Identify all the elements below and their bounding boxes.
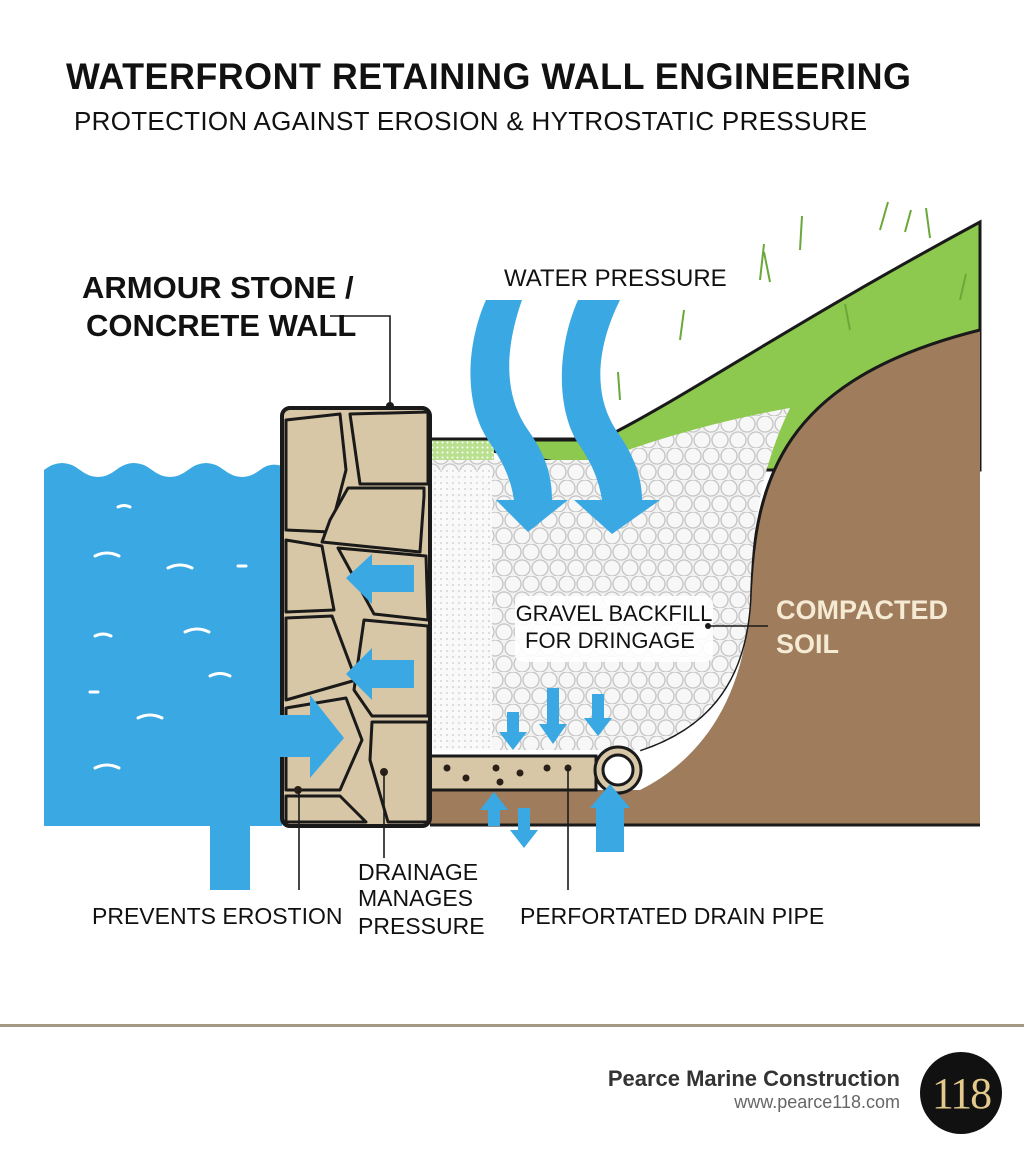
company-logo: 118 bbox=[920, 1052, 1002, 1134]
water-ripples bbox=[88, 504, 248, 770]
erosion-arrow bbox=[210, 695, 344, 890]
compacted-soil bbox=[430, 330, 980, 825]
label-drainage-line1: DRAINAGE bbox=[358, 859, 478, 885]
label-drainage-line2: MANAGES bbox=[358, 885, 473, 911]
company-name: Pearce Marine Construction bbox=[607, 1066, 900, 1091]
retaining-wall-diagram: ARMOUR STONE / CONCRETE WALL WATER PRESS… bbox=[44, 201, 982, 939]
stone-wall bbox=[280, 406, 432, 828]
leader-lines bbox=[298, 315, 768, 890]
page-subtitle: PROTECTION AGAINST EROSION & HYTROSTATIC… bbox=[74, 106, 868, 136]
logo-text: 118 bbox=[931, 1068, 992, 1118]
wall-arrow-upper bbox=[346, 554, 414, 604]
label-prevents-erosion: PREVENTS EROSTION bbox=[92, 903, 342, 929]
label-soil-line1: COMPACTED bbox=[776, 595, 948, 625]
label-gravel-line2: FOR DRINGAGE bbox=[525, 628, 695, 653]
drainage-perforations bbox=[443, 764, 572, 786]
label-wall-line1: ARMOUR STONE / bbox=[82, 270, 354, 305]
label-gravel-line1: GRAVEL BACKFILL bbox=[516, 601, 713, 626]
label-drainage-line3: PRESSURE bbox=[358, 913, 485, 939]
grass-blades bbox=[617, 201, 967, 401]
label-water-pressure: WATER PRESSURE bbox=[504, 265, 727, 292]
drainage-layer bbox=[428, 754, 598, 792]
footer-divider bbox=[0, 1024, 1024, 1027]
company-website[interactable]: www.pearce118.com bbox=[734, 1092, 900, 1112]
label-soil-line2: SOIL bbox=[776, 629, 839, 659]
wall-arrow-lower bbox=[346, 648, 414, 700]
water-pressure-arrows bbox=[210, 300, 660, 890]
label-drain-pipe: PERFORTATED DRAIN PIPE bbox=[520, 903, 824, 929]
page-title: WATERFRONT RETAINING WALL ENGINEERING bbox=[66, 56, 912, 97]
filter-fabric bbox=[432, 470, 492, 750]
label-wall-line2: CONCRETE WALL bbox=[86, 308, 356, 343]
